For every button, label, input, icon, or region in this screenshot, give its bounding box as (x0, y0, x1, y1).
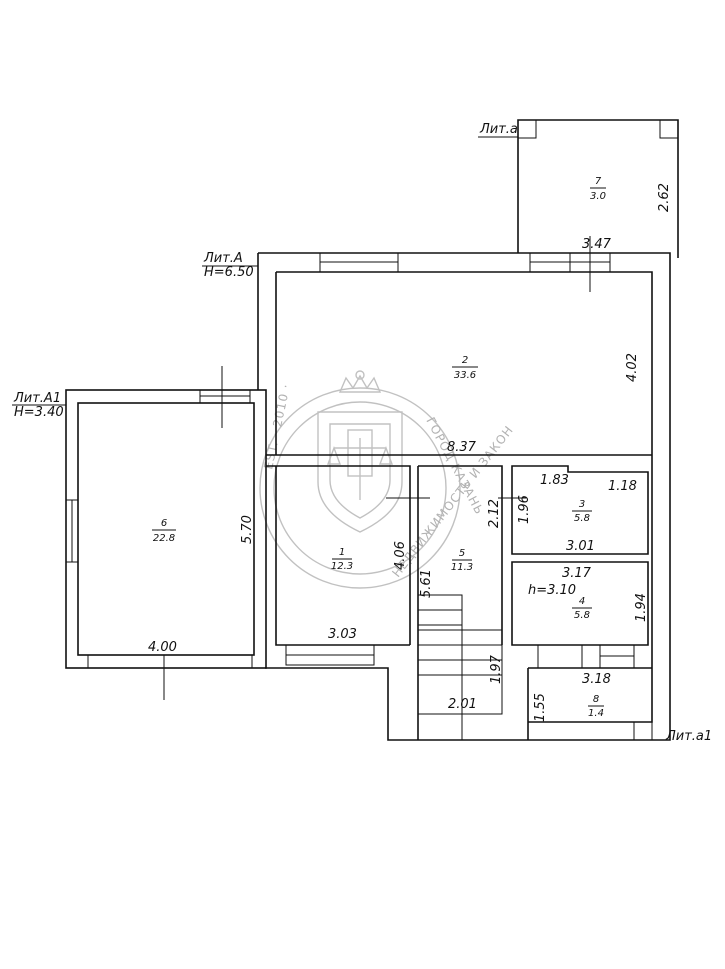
room-2-area: 33.6 (454, 370, 476, 381)
interior-walls (266, 454, 653, 741)
dim-1-18: 1.18 (608, 479, 637, 494)
dim-2-01: 2.01 (448, 697, 477, 712)
label-lit-a1-big: Лит.А1 (13, 391, 61, 406)
label-lit-a1-small: Лит.а1 (665, 729, 712, 744)
room-labels: 7 3.0 2 33.6 6 22.8 1 12.3 5 11.3 3 5.8 … (152, 176, 606, 719)
dim-8-37: 8.37 (447, 440, 477, 455)
dim-1-55: 1.55 (533, 693, 548, 722)
room-3-num: 3 (579, 499, 585, 510)
room-7-num: 7 (595, 176, 602, 187)
room-5-area: 11.3 (451, 562, 473, 573)
dim-1-83: 1.83 (540, 473, 569, 488)
room-1-num: 1 (339, 547, 345, 558)
room-4-num: 4 (579, 596, 585, 607)
room-1-area: 12.3 (331, 561, 353, 572)
label-h-310: h=3.10 (528, 583, 576, 598)
label-h-340: H=3.40 (14, 405, 64, 420)
dim-5-61: 5.61 (419, 569, 434, 598)
label-h-650: H=6.50 (204, 265, 254, 280)
dim-3-17: 3.17 (562, 566, 592, 581)
dim-2-12: 2.12 (487, 499, 502, 528)
dim-2-62: 2.62 (657, 183, 672, 212)
dim-4-00: 4.00 (148, 640, 177, 655)
annex-lit-a (517, 119, 679, 258)
dim-5-70: 5.70 (240, 515, 255, 544)
room-4-area: 5.8 (574, 610, 590, 621)
dim-4-02: 4.02 (625, 353, 640, 382)
dim-4-06: 4.06 (393, 541, 408, 570)
dim-3-47: 3.47 (582, 237, 612, 252)
dim-1-94: 1.94 (634, 593, 649, 622)
building-lit-a1 (65, 366, 267, 700)
building-labels: Лит.а Лит.А H=6.50 Лит.А1 H=3.40 Лит.а1 … (12, 122, 712, 744)
room-2-num: 2 (462, 355, 468, 366)
room-6-num: 6 (161, 518, 167, 529)
company-stamp: EST. · 2010 · ГОРОД КАЗАНЬ НЕДВИЖИМОСТЬ … (259, 370, 516, 589)
room-8-num: 8 (593, 694, 599, 705)
windows-top (319, 236, 611, 292)
room-7-area: 3.0 (590, 191, 606, 202)
room-5-num: 5 (459, 548, 465, 559)
dim-3-18: 3.18 (582, 672, 611, 687)
room-8-area: 1.4 (588, 708, 604, 719)
dimension-labels: 2.62 3.47 4.02 8.37 5.70 4.00 4.06 3.03 … (148, 183, 672, 722)
dim-3-03: 3.03 (328, 627, 357, 642)
label-lit-a-small: Лит.а (479, 122, 518, 137)
dim-3-01: 3.01 (566, 539, 595, 554)
room-6-area: 22.8 (153, 533, 175, 544)
dim-1-97: 1.97 (489, 654, 504, 684)
dim-1-96: 1.96 (517, 495, 532, 524)
label-lit-a-big: Лит.А (203, 251, 243, 266)
room-3-area: 5.8 (574, 513, 590, 524)
